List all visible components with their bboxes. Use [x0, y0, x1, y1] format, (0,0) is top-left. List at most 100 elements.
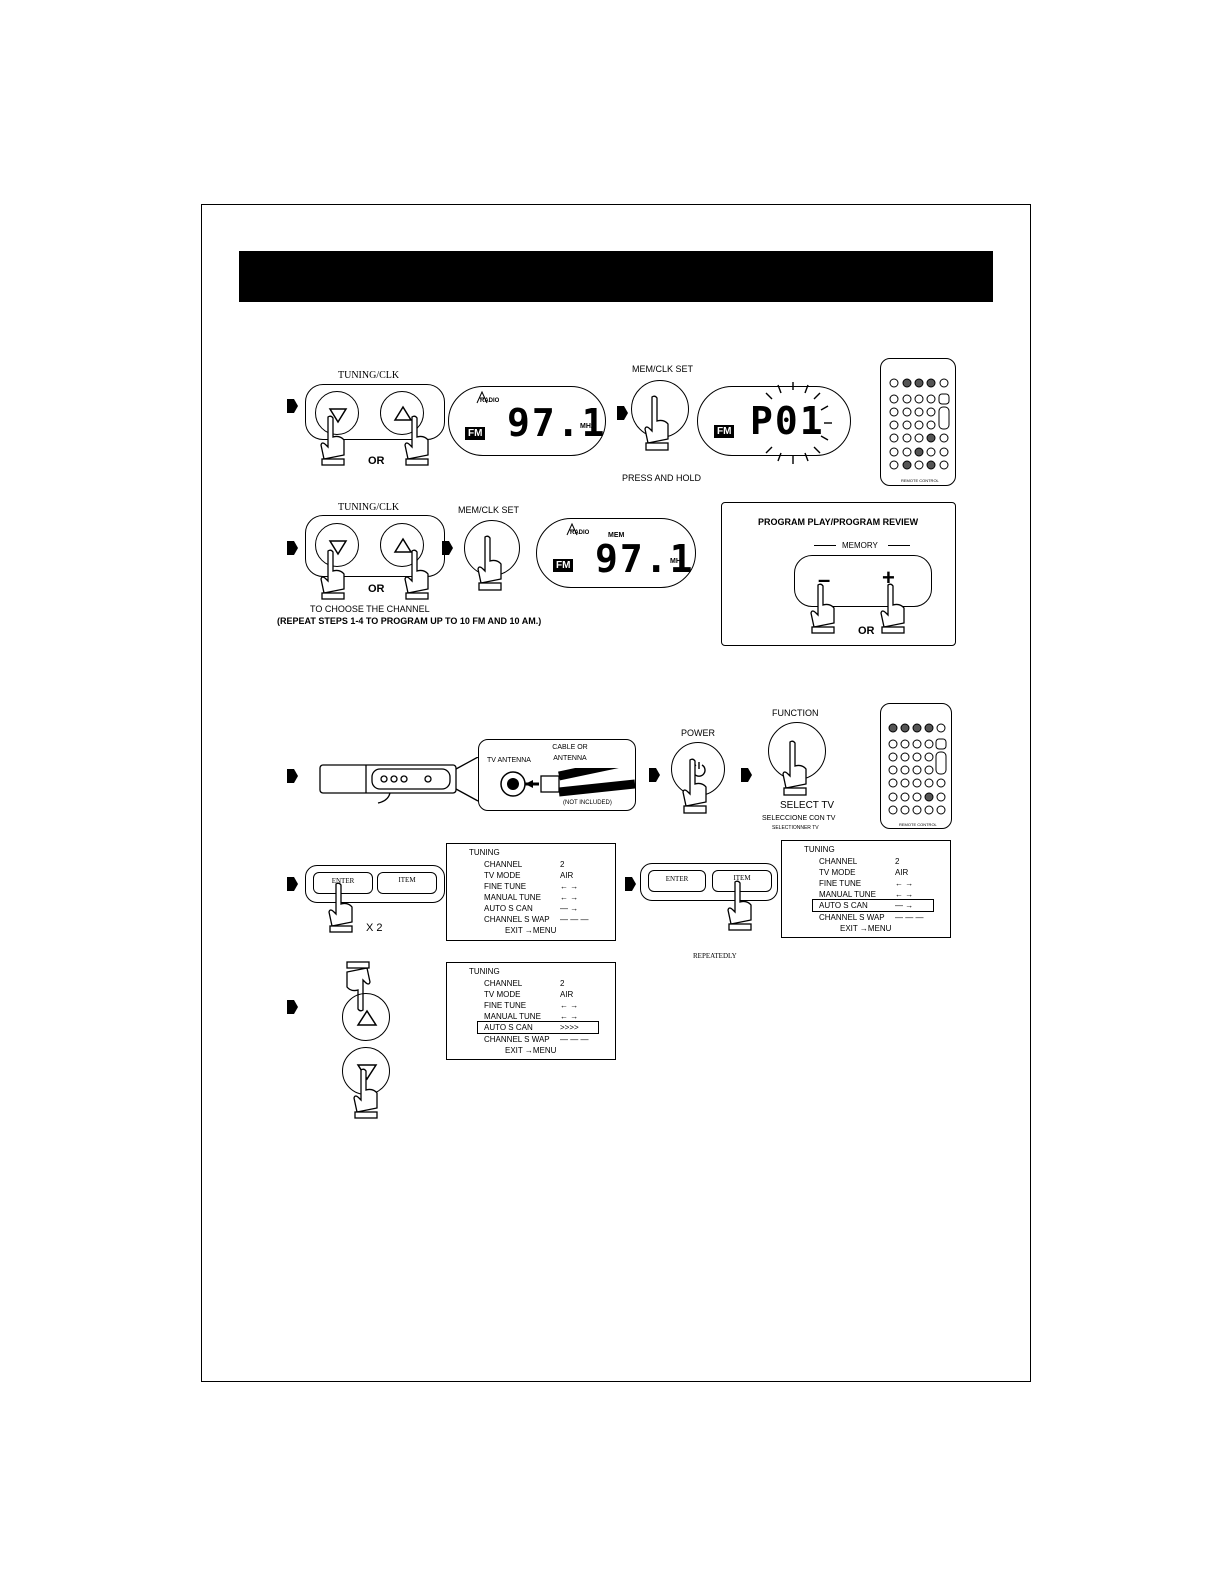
menu-item-fine-tune: FINE TUNE: [484, 1001, 527, 1010]
item-button[interactable]: ITEM: [712, 870, 772, 892]
lcd-display-mem: RADIO MEM FM 97.1 MHz: [536, 518, 696, 588]
repeat-steps-caption: (REPEAT STEPS 1-4 TO PROGRAM UP TO 10 FM…: [277, 616, 542, 626]
menu-value: ← →: [895, 890, 914, 899]
step-6-marker: [287, 1000, 298, 1014]
remote-control-label: REMOTE CONTROL: [901, 478, 939, 483]
hand-pointer-icon: [880, 583, 905, 634]
radio-icon: [476, 390, 488, 404]
tuning-down-button[interactable]: [315, 523, 359, 567]
menu-item-channel-swap: CHANNEL S WAP: [484, 1035, 550, 1044]
remote-keypad-icon: [888, 723, 947, 815]
menu-value: 2: [895, 857, 900, 866]
blink-rays-icon: [765, 382, 832, 464]
menu-item-manual-tune: MANUAL TUNE: [484, 893, 541, 902]
coax-cable-icon: [500, 768, 635, 797]
triangle-up-icon: [393, 537, 413, 553]
choose-channel-caption: TO CHOOSE THE CHANNEL: [310, 604, 430, 614]
enter-button[interactable]: ENTER: [313, 872, 373, 894]
or-label: OR: [368, 455, 385, 467]
menu-item-manual-tune: MANUAL TUNE: [484, 1012, 541, 1021]
press-and-hold-caption: PRESS AND HOLD: [622, 473, 702, 483]
enter-button[interactable]: ENTER: [648, 870, 706, 892]
menu-value: ← →: [560, 893, 579, 902]
memory-plus-button[interactable]: +: [882, 565, 895, 590]
band-indicator: FM: [553, 559, 574, 572]
hand-pointer-icon: [477, 535, 502, 591]
mem-clk-set-label: MEM/CLK SET: [632, 364, 694, 374]
step-2-marker: [649, 768, 660, 782]
select-tv-label: SELECT TV: [780, 800, 835, 811]
menu-value: 2: [560, 979, 565, 988]
tuning-down-button[interactable]: [315, 391, 359, 435]
program-play-title: PROGRAM PLAY/PROGRAM REVIEW: [758, 517, 919, 527]
menu-value: >>>>: [560, 1023, 579, 1032]
function-label: FUNCTION: [772, 708, 819, 718]
times-two-label: X 2: [366, 922, 383, 934]
step-3-marker: [287, 541, 298, 555]
menu-title: TUNING: [804, 845, 835, 854]
remote-control-label: REMOTE CONTROL: [899, 822, 937, 827]
channel-up-button[interactable]: [342, 993, 390, 1041]
divider: [814, 545, 836, 546]
menu-exit-hint: EXIT →MENU: [505, 1046, 557, 1055]
hand-pointer-icon: [404, 549, 429, 600]
mem-clk-set-label: MEM/CLK SET: [458, 505, 520, 515]
triangle-up-icon: [393, 405, 413, 421]
menu-item-channel: CHANNEL: [484, 979, 523, 988]
or-label: OR: [368, 583, 385, 595]
remote-control: REMOTE CONTROL: [880, 358, 956, 486]
enter-item-panel: [640, 863, 778, 901]
frequency-readout: 97.1: [595, 537, 695, 581]
hand-pointer-icon: [320, 549, 345, 600]
menu-item-tv-mode: TV MODE: [484, 990, 521, 999]
tv-antenna-label: TV ANTENNA: [487, 757, 531, 764]
divider: [888, 545, 910, 546]
menu-item-auto-scan: AUTO S CAN: [819, 901, 868, 910]
step-2-marker: [617, 406, 628, 420]
menu-value: — — —: [560, 1035, 589, 1044]
hand-pointer-icon: [810, 583, 835, 634]
menu-value: AIR: [895, 868, 909, 877]
radio-label: RADIO: [480, 398, 500, 404]
menu-value: ← →: [560, 882, 579, 891]
section-title-bar: [239, 251, 993, 302]
menu-item-channel: CHANNEL: [819, 857, 858, 866]
hand-pointer-icon: [320, 415, 345, 466]
band-indicator: FM: [465, 427, 486, 440]
cable-or-antenna-label: CABLE OR ANTENNA: [552, 744, 588, 762]
select-tv-french-label: SELECTIONNER TV: [772, 825, 819, 831]
remote-keypad-icon: [889, 378, 950, 470]
unit-label: MHz: [670, 558, 685, 565]
menu-value: ← →: [560, 1012, 579, 1021]
program-play-panel: PROGRAM PLAY/PROGRAM REVIEW MEMORY – + O…: [721, 502, 956, 646]
menu-value: AIR: [560, 871, 574, 880]
page-frame: [201, 204, 1031, 1382]
memory-label: MEMORY: [842, 541, 878, 550]
power-label: POWER: [681, 728, 716, 738]
unit-label: MHz: [580, 423, 595, 430]
step-4-marker: [442, 541, 453, 555]
hand-pointer-icon: [682, 758, 707, 814]
item-button[interactable]: ITEM: [377, 872, 437, 894]
radio-icon: [566, 522, 578, 536]
not-included-label: (NOT INCLUDED): [563, 800, 612, 806]
preset-readout: P01: [750, 399, 825, 443]
step-5-marker: [625, 877, 636, 891]
device-side-icon: [319, 757, 479, 804]
tuning-clk-label: TUNING/CLK: [338, 502, 400, 513]
frequency-readout: 97.1: [507, 401, 607, 445]
lcd-display-preset: FM P01: [697, 386, 851, 456]
step-1-marker: [287, 769, 298, 783]
tuning-clk-label: TUNING/CLK: [338, 370, 400, 381]
menu-item-manual-tune: MANUAL TUNE: [819, 890, 876, 899]
hand-pointer-icon: [644, 395, 669, 451]
tuning-up-button[interactable]: [380, 523, 424, 567]
repeatedly-caption: REPEATEDLY: [693, 952, 737, 960]
band-indicator: FM: [714, 425, 735, 438]
menu-item-auto-scan: AUTO S CAN: [484, 904, 533, 913]
tuning-up-button[interactable]: [380, 391, 424, 435]
triangle-down-icon: [328, 540, 348, 556]
menu-value: AIR: [560, 990, 574, 999]
hand-pointer-icon: [727, 880, 752, 931]
